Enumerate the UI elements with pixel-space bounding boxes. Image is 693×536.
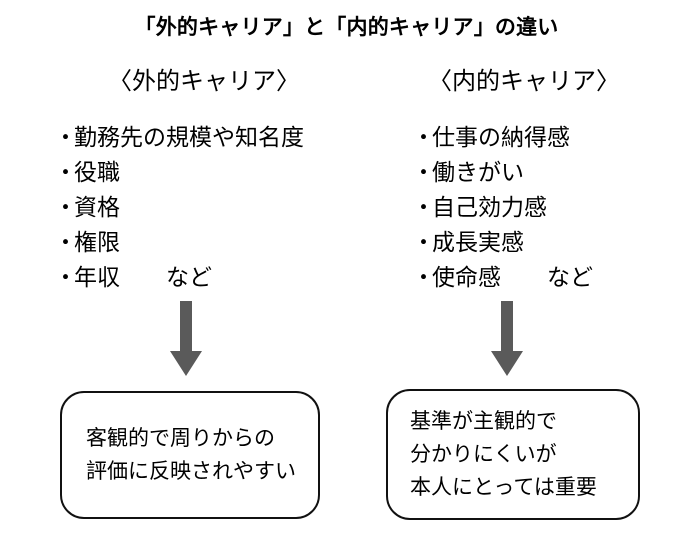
list-item: ・成長実感	[412, 225, 593, 260]
list-item: ・年収 など	[54, 260, 304, 295]
list-item: ・資格	[54, 190, 304, 225]
list-item-label: 資格	[74, 194, 120, 220]
bullet-mark-icon: ・	[54, 194, 77, 220]
list-item-label: 役職	[74, 159, 120, 185]
bullet-mark-icon: ・	[54, 264, 77, 290]
down-arrow-icon	[491, 301, 523, 376]
list-item: ・自己効力感	[412, 190, 593, 225]
list-item-label: 仕事の納得感	[432, 124, 570, 150]
result-box-line: 分かりにくいが	[410, 443, 557, 466]
bullet-mark-icon: ・	[54, 159, 77, 185]
list-item: ・仕事の納得感	[412, 120, 593, 155]
page-title: 「外的キャリア」と「内的キャリア」の違い	[134, 16, 559, 39]
bullet-list-internal: ・仕事の納得感 ・働きがい ・自己効力感 ・成長実感 ・使命感など	[412, 120, 593, 295]
list-item-suffix: など	[547, 264, 593, 290]
list-item: ・役職	[54, 155, 304, 190]
list-item: ・勤務先の規模や知名度	[54, 120, 304, 155]
list-item-label: 自己効力感	[432, 194, 547, 220]
down-arrow-icon	[170, 301, 202, 376]
list-item-label: 勤務先の規模や知名度	[74, 124, 304, 150]
bullet-mark-icon: ・	[54, 229, 77, 255]
result-box-line: 客観的で周りからの	[86, 427, 275, 450]
result-box-external: 客観的で周りからの 評価に反映されやすい	[60, 391, 320, 519]
column-heading-external: 〈外的キャリア〉	[108, 68, 300, 95]
list-item-suffix: など	[166, 264, 212, 290]
result-box-line: 基準が主観的で	[410, 410, 557, 433]
bullet-list-external: ・勤務先の規模や知名度 ・役職 ・資格 ・権限 ・年収など	[54, 120, 304, 295]
result-box-internal: 基準が主観的で 分かりにくいが 本人にとっては重要	[386, 389, 640, 520]
list-item: ・働きがい	[412, 155, 593, 190]
list-item-label: 使命感	[432, 264, 501, 290]
list-item-label: 成長実感	[432, 229, 524, 255]
list-item-label: 年収	[74, 264, 120, 290]
list-item: ・使命感 など	[412, 260, 593, 295]
bullet-mark-icon: ・	[412, 194, 435, 220]
result-box-line: 本人にとっては重要	[410, 476, 597, 499]
list-item-label: 権限	[74, 229, 120, 255]
result-box-line: 評価に反映されやすい	[86, 460, 296, 483]
list-item-label: 働きがい	[432, 159, 524, 185]
bullet-mark-icon: ・	[412, 159, 435, 185]
column-heading-internal: 〈内的キャリア〉	[428, 68, 620, 95]
bullet-mark-icon: ・	[54, 124, 77, 150]
bullet-mark-icon: ・	[412, 264, 435, 290]
bullet-mark-icon: ・	[412, 124, 435, 150]
bullet-mark-icon: ・	[412, 229, 435, 255]
list-item: ・権限	[54, 225, 304, 260]
